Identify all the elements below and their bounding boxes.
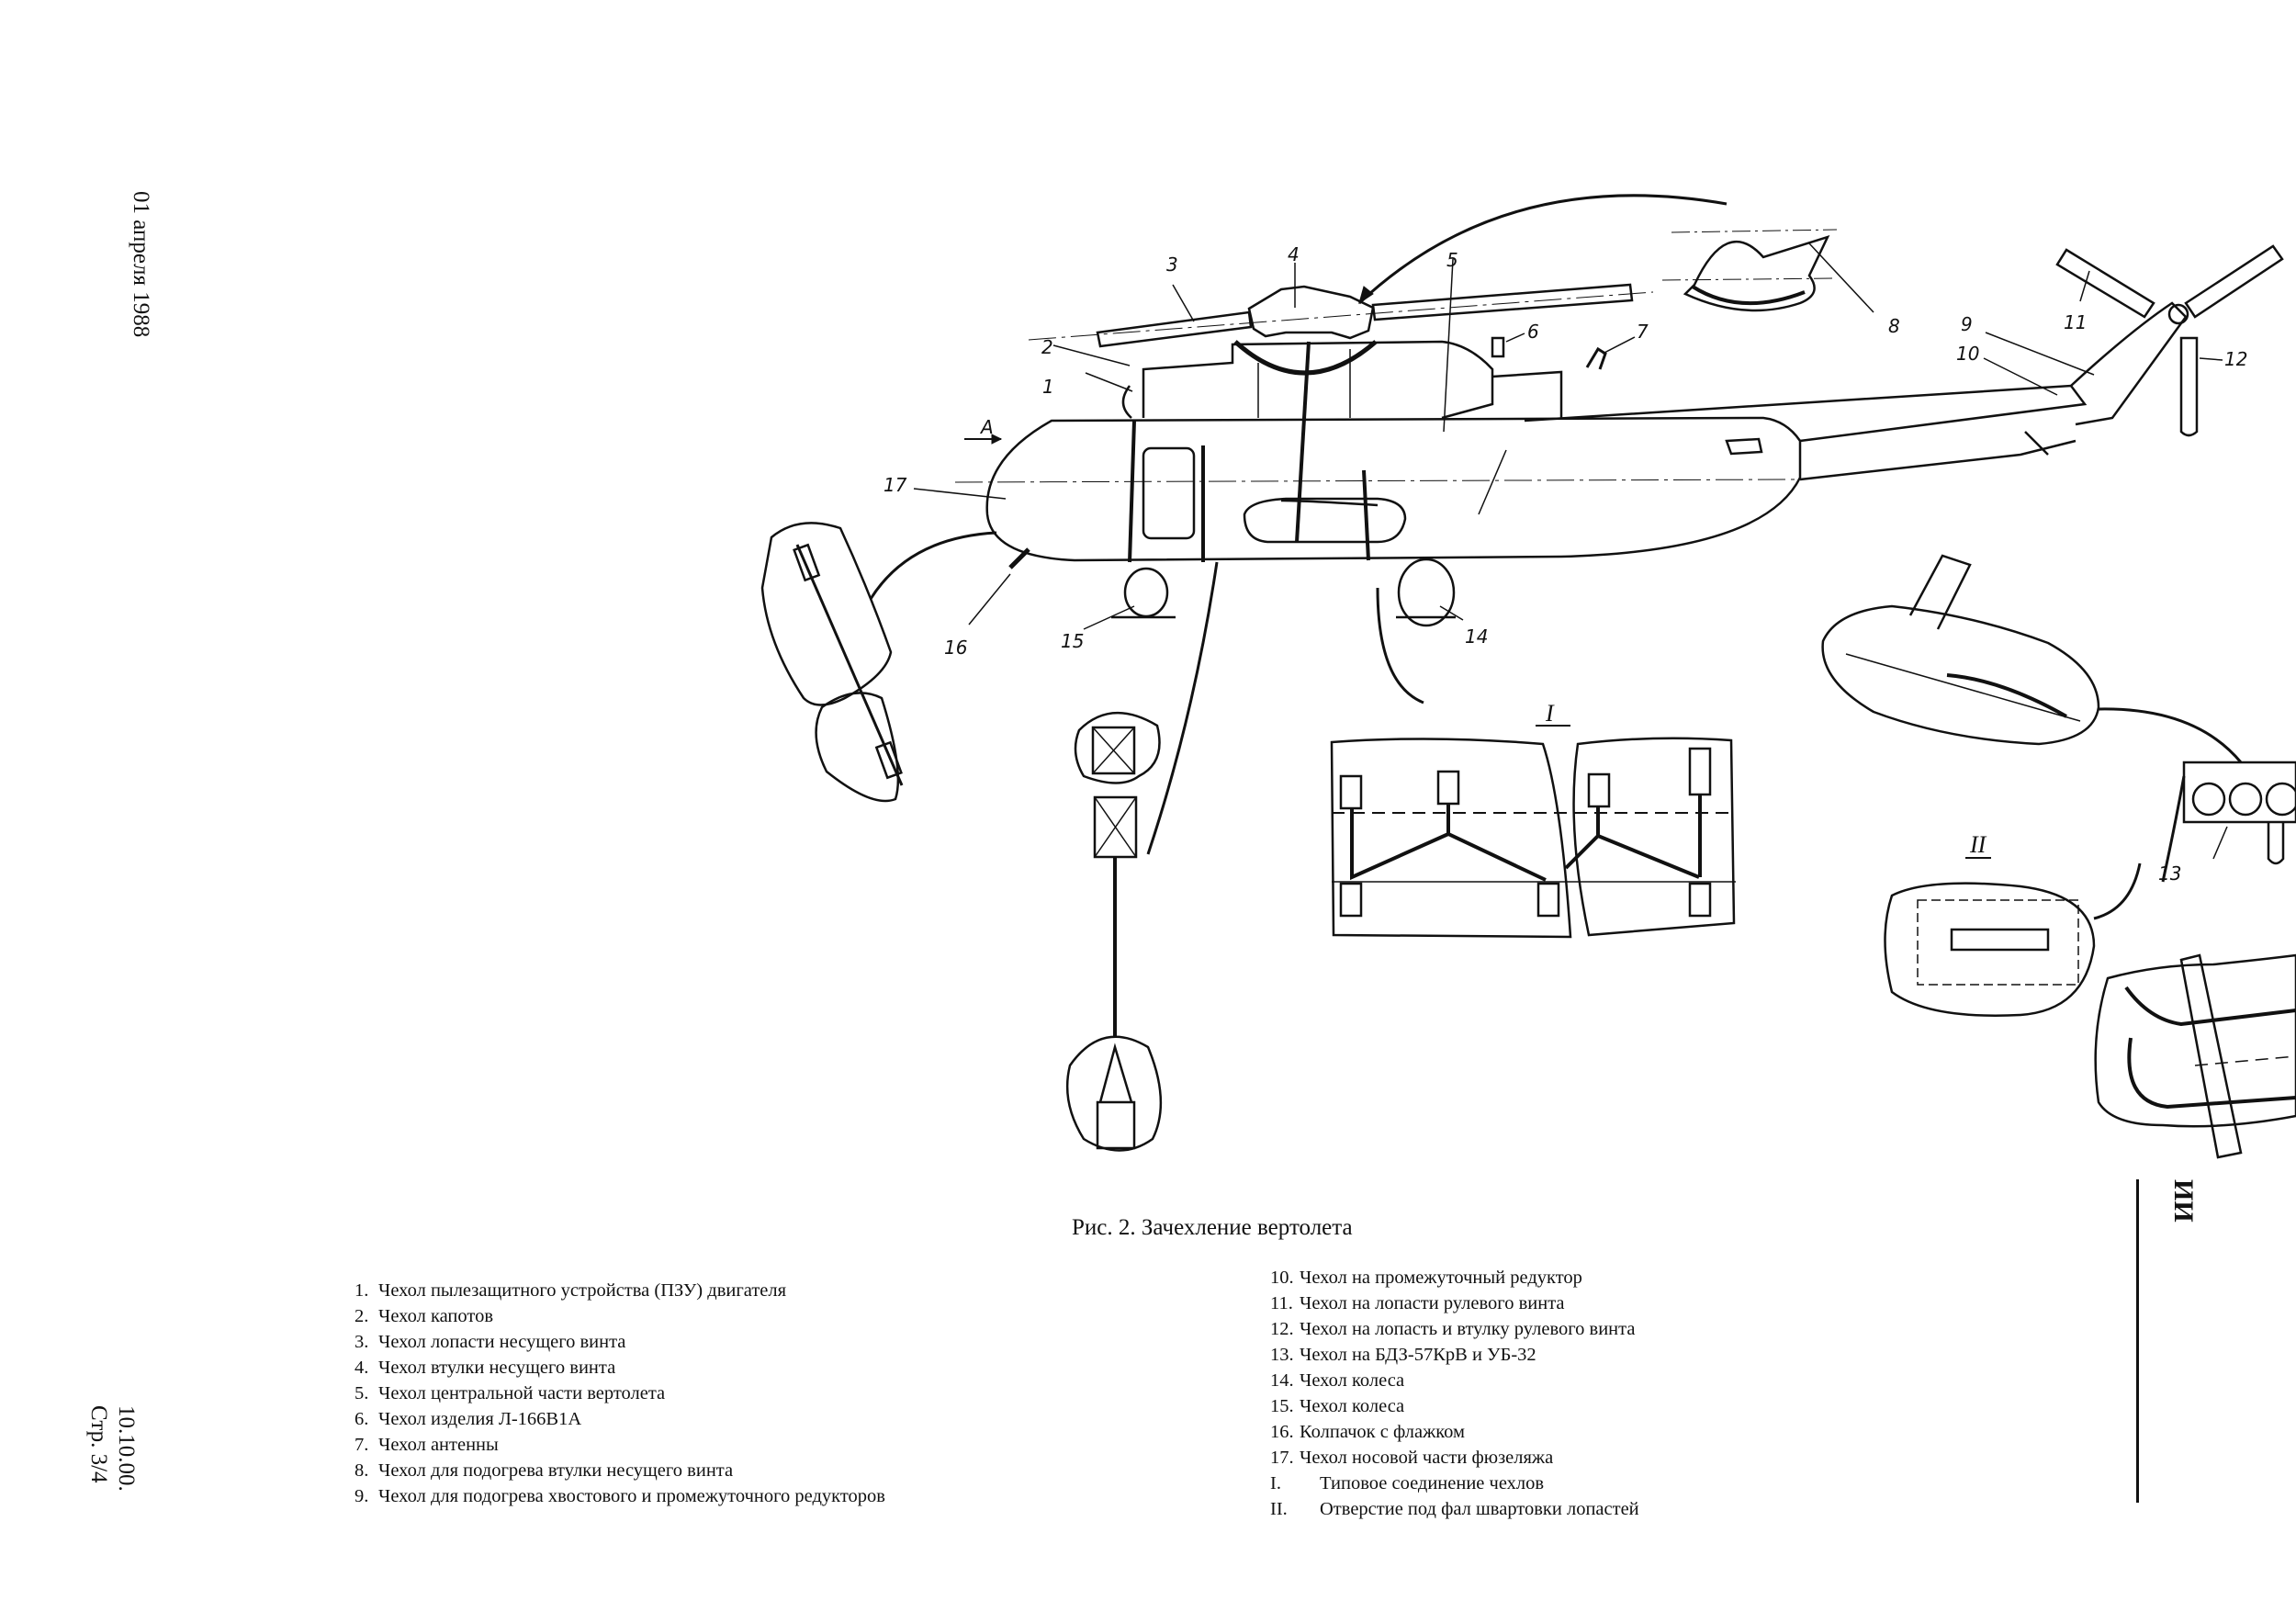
hub-skirt [1235,342,1376,373]
antenna-7 [1587,349,1605,369]
hub-heater-detail [1662,230,1837,310]
callout-5: 5 [1446,249,1458,271]
callout-6: 6 [1527,321,1539,343]
legend-item: 12.Чехол на лопасть и втулку рулевого ви… [1270,1319,1636,1339]
callout-15: 15 [1061,630,1084,652]
engine-cowl [1143,342,1492,418]
callout-17: 17 [884,474,907,496]
detail-wheel-chain [1067,562,1217,1151]
callout-12: 12 [2224,348,2247,370]
legend-item: 2.Чехол капотов [355,1306,494,1326]
callout-7: 7 [1637,321,1649,343]
page-edge-rule [2136,1179,2139,1503]
detail-label-II: II [1969,831,1987,858]
document-code-block: 10.10.00. Стр. 3/4 [84,1405,140,1492]
legend-item: 1.Чехол пылезащитного устройства (ПЗУ) д… [355,1280,787,1301]
fuel-tank [1244,499,1405,542]
main-wheel-14 [1396,559,1456,626]
legend-item: II.Отверстие под фал швартовки лопастей [1270,1499,1639,1519]
item-6-cover [1492,338,1503,356]
page-edge-text: ИИ [2168,1179,2199,1223]
detail-nose-connection [762,523,996,801]
tail-boom [1525,303,2186,479]
figure-caption: Рис. 2. Зачехление вертолета [1072,1215,1353,1240]
legend-item: 15.Чехол колеса [1270,1396,1405,1416]
pitot-cap-16 [1010,549,1029,568]
rocket-pods-13 [2163,762,2296,882]
cargo-door [1143,448,1194,538]
detail-II-mooring-hole: II [1885,831,2141,1016]
rotor-hub-cover [1249,287,1373,338]
callout-8: 8 [1888,315,1900,337]
legend-item: 9.Чехол для подогрева хвостового и проме… [355,1486,885,1506]
detail-I-typical-connection: I [1332,588,1736,937]
callout-leaders [914,243,2223,629]
legend-item: 4.Чехол втулки несущего винта [355,1358,616,1378]
legend-item: 17.Чехол носовой части фюзеляжа [1270,1448,1554,1468]
legend-item: 16.Колпачок с флажком [1270,1422,1465,1442]
tail-skid [2025,432,2048,455]
document-code: 10.10.00. [114,1405,139,1492]
document-date: 01 апреля 1988 [129,191,153,338]
fuselage-outline [987,418,1800,560]
callout-2: 2 [1041,336,1053,358]
callout-3: 3 [1166,254,1178,276]
helicopter-cover-drawing: 1 2 3 4 5 6 7 8 9 10 11 12 13 14 15 16 1… [0,0,2296,1222]
tail-rotor [2057,246,2282,435]
detail-label-I: I [1545,700,1555,727]
legend-item: 14.Чехол колеса [1270,1370,1405,1391]
legend-item: 11.Чехол на лопасти рулевого винта [1270,1293,1565,1313]
callout-16: 16 [944,637,967,659]
arrow-to-hub [1359,196,1727,303]
view-label-a: A [979,416,994,438]
legend-item: 8.Чехол для подогрева втулки несущего ви… [355,1460,734,1481]
callout-11: 11 [2064,311,2087,333]
main-rotor-blade-right [1373,285,1632,320]
legend-item: 3.Чехол лопасти несущего винта [355,1332,626,1352]
legend-item: 10.Чехол на промежуточный редуктор [1270,1268,1582,1288]
nose-wheel-15 [1111,569,1176,617]
legend-list-right: 10.Чехол на промежуточный редуктор 11.Че… [1270,1265,1639,1522]
callout-4: 4 [1288,243,1300,265]
main-rotor-blade-left [1097,312,1251,346]
legend-list-left: 1.Чехол пылезащитного устройства (ПЗУ) д… [355,1278,885,1509]
main-rotor [1029,285,1653,373]
callout-14: 14 [1465,626,1488,648]
legend-item: 7.Чехол антенны [355,1435,499,1455]
legend-item: 5.Чехол центральной части вертолета [355,1383,666,1403]
detail-blade-mooring [1823,556,2241,762]
legend-item: 6.Чехол изделия Л-166В1А [355,1409,582,1429]
page-number: Стр. 3/4 [86,1405,111,1483]
legend-item: I.Типовое соединение чехлов [1270,1473,1545,1493]
legend-item: 13.Чехол на БДЗ-57КрВ и УБ-32 [1270,1345,1536,1365]
tail-rotor-blade-upper [2186,246,2282,317]
tail-rotor-blade-11 [2057,250,2154,317]
detail-blade-chain [2096,955,2296,1157]
callout-10: 10 [1956,343,1979,365]
callout-9: 9 [1961,313,1973,335]
tail-rotor-blade-12 [2181,338,2197,435]
callout-1: 1 [1042,376,1054,398]
fuselage [955,342,1800,562]
